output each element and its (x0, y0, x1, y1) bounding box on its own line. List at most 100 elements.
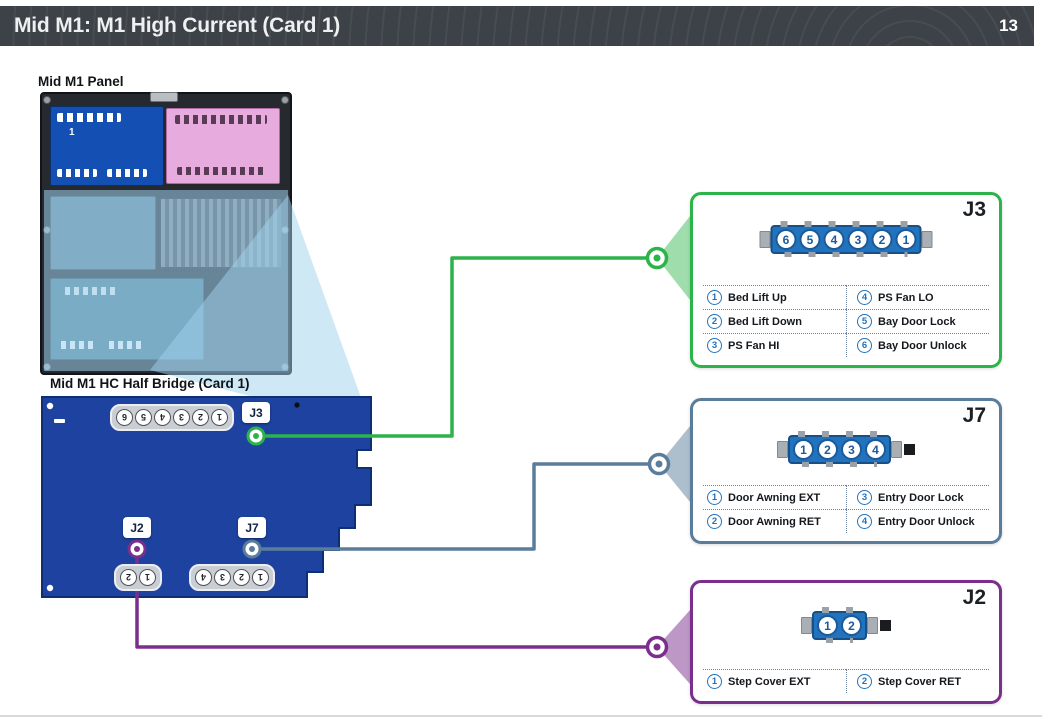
j7-board-node (242, 539, 262, 559)
pcb-teal-board-upper (50, 196, 156, 270)
j2-board-node (127, 539, 147, 559)
board-pin: 3 (214, 569, 231, 586)
screw-icon (281, 96, 289, 104)
board-pin: 2 (192, 409, 209, 426)
legend-label: Bay Door Lock (878, 315, 956, 328)
connector-strip (57, 113, 121, 122)
board-j2-pin-strip: 1 2 (114, 564, 162, 591)
legend-label: Bed Lift Down (728, 315, 802, 328)
legend-row: 3 PS Fan HI (703, 333, 846, 357)
board-j7-label-chip: J7 (238, 517, 266, 538)
connector-strip (57, 169, 97, 177)
silkscreen-mark (54, 419, 65, 423)
j2-connector-graphic: 1 2 (801, 607, 891, 643)
board-label: Mid M1 HC Half Bridge (Card 1) (50, 376, 250, 391)
j7-connector-graphic: 1 2 3 4 (777, 431, 915, 467)
legend-pin-number: 5 (857, 314, 872, 329)
j7-wire (252, 462, 659, 551)
legend-row: 6 Bay Door Unlock (846, 333, 989, 357)
screw-icon (43, 96, 51, 104)
connector-tab (891, 441, 902, 458)
connector-tab (777, 441, 788, 458)
connector-tab (867, 617, 878, 634)
legend-label: Step Cover EXT (728, 675, 811, 688)
board-j2-label-chip: J2 (123, 517, 151, 538)
board-number-label: 1 (69, 127, 75, 138)
j3-wire (256, 256, 657, 438)
legend-label: Bed Lift Up (728, 291, 787, 304)
j7-callout: J7 1 2 3 4 1 Door Awning EXT 3 Entry Doo… (690, 398, 1002, 544)
connector-end-cap (904, 444, 915, 455)
connector-strip (107, 169, 147, 177)
pcb-blue-board: 1 (50, 106, 164, 186)
connector-strip (61, 341, 95, 349)
connector-strip (177, 167, 265, 175)
legend-row: 1 Door Awning EXT (703, 485, 846, 509)
j3-callout-tail (657, 216, 690, 300)
board-j7-pin-strip: 1 2 3 4 (189, 564, 275, 591)
mount-hole (46, 402, 54, 410)
board-j3-pin-strip: 1 2 3 4 5 6 (110, 404, 234, 431)
legend-label: Entry Door Lock (878, 491, 964, 504)
screw-icon (281, 226, 289, 234)
j2-legend: 1 Step Cover EXT 2 Step Cover RET (703, 669, 989, 693)
legend-pin-number: 1 (707, 674, 722, 689)
connector-strip (109, 341, 143, 349)
j3-legend: 1 Bed Lift Up 4 PS Fan LO 2 Bed Lift Dow… (703, 285, 989, 357)
j3-connector-graphic: 6 5 4 3 2 1 (759, 221, 933, 257)
connector-end-cap (880, 620, 891, 631)
legend-label: Door Awning EXT (728, 491, 821, 504)
j2-callout: J2 1 2 1 Step Cover EXT 2 Step Cover RET (690, 580, 1002, 704)
legend-label: Entry Door Unlock (878, 515, 975, 528)
connector-pin: 2 (841, 615, 862, 636)
connector-pin: 1 (895, 229, 917, 250)
header-bar: Mid M1: M1 High Current (Card 1) 13 (0, 6, 1034, 46)
legend-label: Door Awning RET (728, 515, 821, 528)
j3-board-node (246, 426, 266, 446)
board-pin: 4 (154, 409, 171, 426)
screw-icon (281, 363, 289, 371)
connector-pin: 3 (841, 439, 862, 460)
pcb-pink-board (166, 108, 280, 184)
legend-pin-number: 3 (857, 490, 872, 505)
j2-callout-title: J2 (962, 586, 986, 609)
connector-pin: 1 (793, 439, 814, 460)
j7-callout-node (647, 452, 671, 476)
connector-strip (175, 115, 267, 124)
connector-tab (921, 231, 933, 248)
connector-body: 1 2 (812, 607, 867, 643)
connector-pin: 5 (799, 229, 821, 250)
legend-row: 1 Step Cover EXT (703, 669, 846, 693)
mount-hole (46, 584, 54, 592)
legend-pin-number: 4 (857, 514, 872, 529)
j3-callout: J3 6 5 4 3 2 1 1 Bed Lift Up 4 PS Fan LO (690, 192, 1002, 368)
legend-label: PS Fan HI (728, 339, 780, 352)
legend-row: 4 PS Fan LO (846, 285, 989, 309)
board-dot (294, 402, 300, 408)
board-pin: 5 (135, 409, 152, 426)
legend-label: Step Cover RET (878, 675, 962, 688)
board-pin: 1 (211, 409, 228, 426)
legend-pin-number: 6 (857, 338, 872, 353)
legend-pin-number: 2 (857, 674, 872, 689)
legend-pin-number: 1 (707, 290, 722, 305)
legend-row: 1 Bed Lift Up (703, 285, 846, 309)
connector-pin: 4 (865, 439, 886, 460)
legend-pin-number: 2 (707, 514, 722, 529)
legend-row: 4 Entry Door Unlock (846, 509, 989, 533)
page-number: 13 (999, 16, 1018, 35)
board-pin: 6 (116, 409, 133, 426)
connector-pin: 4 (823, 229, 845, 250)
legend-label: PS Fan LO (878, 291, 934, 304)
connector-body: 6 5 4 3 2 1 (770, 221, 922, 257)
screw-icon (43, 363, 51, 371)
legend-pin-number: 3 (707, 338, 722, 353)
legend-label: Bay Door Unlock (878, 339, 967, 352)
connector-body: 1 2 3 4 (788, 431, 891, 467)
legend-row: 2 Bed Lift Down (703, 309, 846, 333)
connector-pin: 6 (775, 229, 797, 250)
legend-row: 3 Entry Door Lock (846, 485, 989, 509)
j2-callout-node (645, 635, 669, 659)
j7-callout-title: J7 (962, 404, 986, 427)
